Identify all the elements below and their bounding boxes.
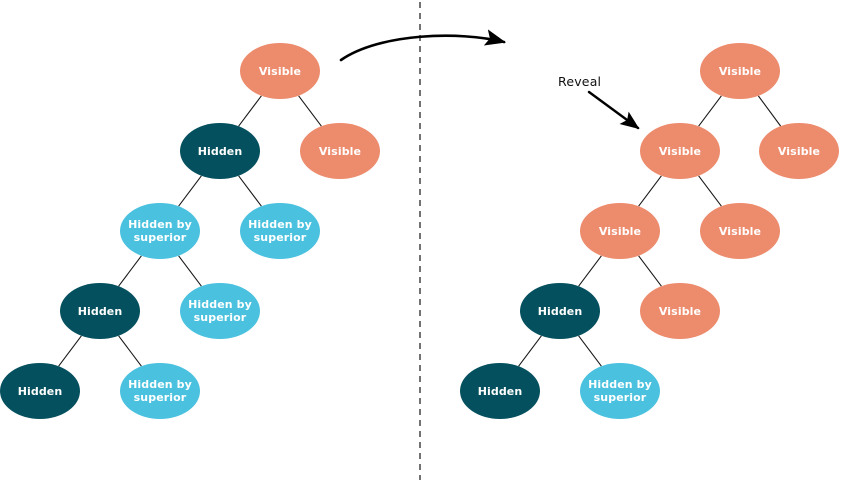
tree-node-hidden[interactable]: Hidden [0,363,80,419]
tree-edge [238,175,262,207]
tree-node-label: Hidden by superior [248,218,312,244]
tree-node-visible[interactable]: Visible [580,203,660,259]
tree-node-label: Hidden [537,304,583,318]
tree-edge [58,335,82,367]
tree-edge [118,335,142,367]
tree-node-label: Hidden by superior [128,378,192,404]
tree-node-hidden[interactable]: Hidden [520,283,600,339]
tree-node-visible[interactable]: Visible [700,43,780,99]
tree-node-visible[interactable]: Visible [640,283,720,339]
curved-transition-arrow [339,29,507,62]
tree-node-visible[interactable]: Visible [700,203,780,259]
tree-edge [178,255,202,287]
tree-node-hidden[interactable]: Hidden [460,363,540,419]
tree-edge [578,335,602,367]
tree-edge [238,95,262,127]
tree-node-label: Hidden [477,384,523,398]
tree-edge [518,335,542,367]
tree-edge [638,175,662,207]
tree-node-label: Hidden by superior [588,378,652,404]
tree-node-visible[interactable]: Visible [300,123,380,179]
tree-edge [698,95,722,127]
reveal-pointer-arrow [587,90,640,130]
tree-node-visible[interactable]: Visible [759,123,839,179]
tree-node-hidden-by-superior[interactable]: Hidden by superior [240,203,320,259]
tree-node-hidden-by-superior[interactable]: Hidden by superior [180,283,260,339]
reveal-annotation-label: Reveal [558,74,602,89]
tree-node-label: Hidden [197,144,243,158]
tree-node-label: Visible [777,144,821,158]
tree-node-label: Visible [598,224,642,238]
tree-edge [698,175,722,207]
tree-node-label: Visible [258,64,302,78]
left-tree-edges [58,95,322,367]
tree-node-label: Visible [718,224,762,238]
tree-edge [118,255,142,287]
tree-edge [178,175,202,207]
tree-node-visible[interactable]: Visible [240,43,320,99]
tree-node-hidden-by-superior[interactable]: Hidden by superior [120,203,200,259]
tree-node-label: Visible [658,304,702,318]
tree-edge [298,95,322,127]
right-tree-edges [518,95,782,367]
tree-node-visible[interactable]: Visible [640,123,720,179]
tree-node-label: Visible [718,64,762,78]
tree-edge [757,95,782,127]
tree-edge [638,255,662,287]
tree-node-hidden[interactable]: Hidden [60,283,140,339]
tree-edge [578,255,602,287]
tree-node-label: Hidden by superior [188,298,252,324]
tree-node-hidden[interactable]: Hidden [180,123,260,179]
tree-node-label: Hidden [77,304,123,318]
tree-node-label: Visible [658,144,702,158]
tree-node-hidden-by-superior[interactable]: Hidden by superior [580,363,660,419]
tree-node-hidden-by-superior[interactable]: Hidden by superior [120,363,200,419]
tree-node-label: Hidden by superior [128,218,192,244]
tree-node-label: Hidden [17,384,63,398]
tree-node-label: Visible [318,144,362,158]
